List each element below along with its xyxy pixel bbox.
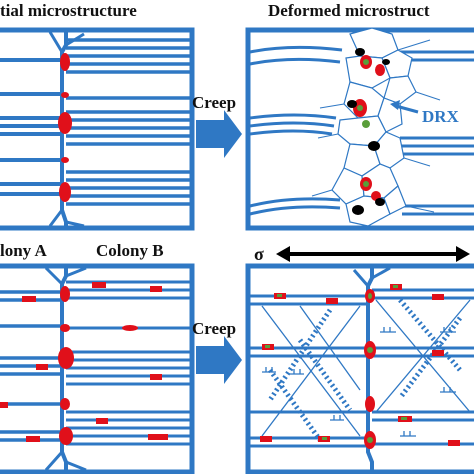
initial-microstructure-panel — [0, 27, 195, 231]
creep-label-top: Creep — [192, 93, 236, 112]
deformed-microstructure-title: Deformed microstruct — [268, 1, 430, 20]
arrow-right-icon — [196, 336, 242, 384]
drx-pointer-arrow — [395, 104, 419, 114]
drx-label: DRX — [422, 107, 460, 126]
deformed-microstructure-panel: DRX — [245, 27, 474, 231]
arrow-head-icon — [390, 100, 400, 110]
colony-b-label: Colony B — [96, 241, 164, 260]
sigma-label: σ — [254, 244, 264, 264]
colony-deformed-panel — [245, 263, 474, 474]
initial-microstructure-title: tial microstructure — [0, 1, 137, 20]
stress-arrow: σ — [254, 244, 470, 264]
creep-arrow-bottom: Creep — [192, 319, 242, 384]
colony-initial-panel — [0, 263, 195, 474]
arrow-right-icon — [456, 246, 470, 262]
creep-label-bottom: Creep — [192, 319, 236, 338]
creep-arrow-top: Creep — [192, 93, 242, 158]
arrow-left-icon — [276, 246, 290, 262]
arrow-right-icon — [196, 110, 242, 158]
colony-a-label: lony A — [0, 241, 47, 260]
